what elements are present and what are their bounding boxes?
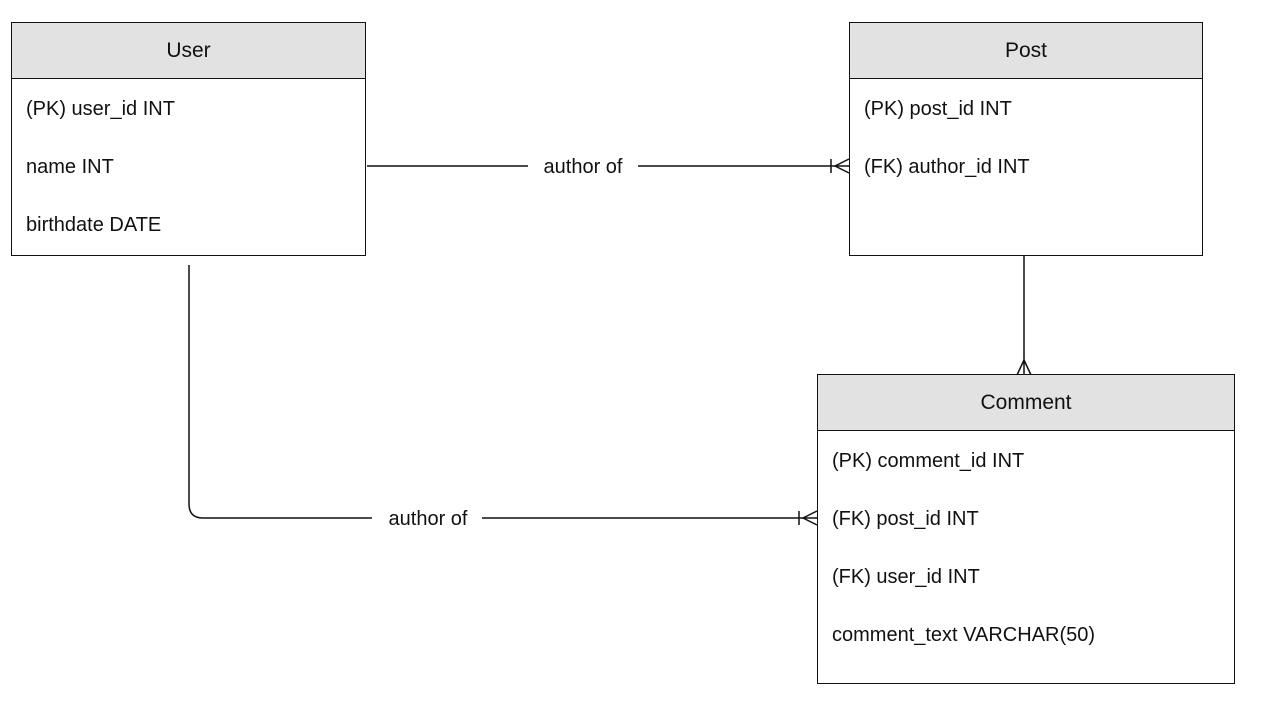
relationship-label-user-post: author of — [544, 156, 623, 178]
attribute-row: (PK) user_id INT — [26, 98, 175, 120]
attribute-row: (PK) comment_id INT — [832, 450, 1025, 472]
relationship-label-user-comment: author of — [389, 508, 468, 530]
attribute-row: (PK) post_id INT — [864, 98, 1012, 120]
entity-comment[interactable]: Comment (PK) comment_id INT (FK) post_id… — [817, 374, 1235, 684]
entity-post[interactable]: Post (PK) post_id INT (FK) author_id INT — [849, 22, 1203, 256]
attribute-row: comment_text VARCHAR(50) — [832, 624, 1096, 646]
entity-title: Post — [850, 23, 1202, 79]
entity-title: User — [12, 23, 365, 79]
attribute-row: (FK) user_id INT — [832, 566, 980, 588]
attribute-row: birthdate DATE — [26, 214, 162, 236]
attribute-row: (FK) post_id INT — [832, 508, 979, 530]
entity-user[interactable]: User (PK) user_id INT name INT birthdate… — [11, 22, 366, 256]
entity-title: Comment — [818, 375, 1234, 431]
attribute-row: (FK) author_id INT — [864, 156, 1030, 178]
relationship-user-comment — [188, 265, 818, 526]
attribute-row: name INT — [26, 156, 114, 178]
relationship-post-comment — [1016, 253, 1032, 376]
